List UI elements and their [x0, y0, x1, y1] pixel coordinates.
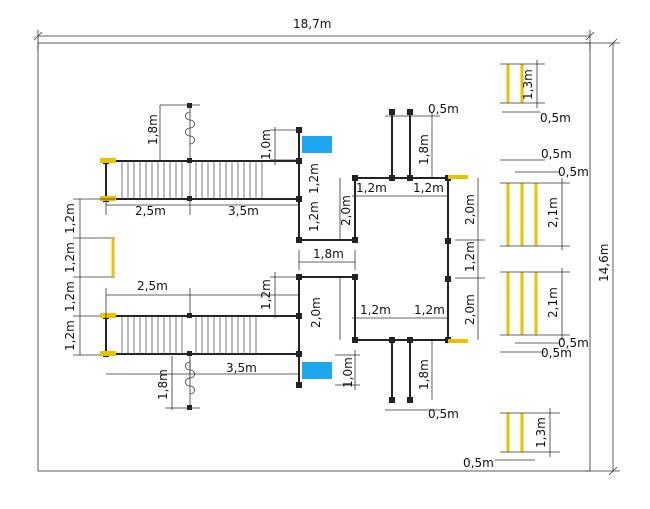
left-gap-2-label: 1,2m	[63, 242, 77, 273]
top-spring-climber: 1,8m	[146, 103, 200, 160]
bars-mid-gap-3-label: 0,5m	[558, 336, 589, 350]
right-tower-depth-1-label: 2,0m	[463, 194, 477, 225]
bars-bottom-height-label: 1,3m	[534, 417, 548, 448]
bars-bottom: 1,3m 0,5m	[463, 408, 560, 470]
bottom-slide	[302, 362, 332, 379]
bottom-right-climb-label: 1,8m	[417, 359, 431, 390]
bars-mid-gap-1-label: 0,5m	[541, 147, 572, 161]
total-height-dimension: 14,6m	[585, 38, 620, 476]
top-connector-2-label: 1,2m	[413, 181, 444, 195]
top-connector: 1,2m 1,2m 1,8m 0,5m	[352, 102, 459, 197]
bottom-connector-2-label: 1,2m	[414, 303, 445, 317]
right-tower-mid-label: 1,2m	[463, 241, 477, 272]
top-ladder-1	[100, 158, 299, 202]
top-left-climb-label: 1,8m	[146, 114, 160, 145]
top-slide	[302, 136, 332, 153]
top-right-post-gap-label: 0,5m	[428, 102, 459, 116]
bottom-right-post-gap-label: 0,5m	[428, 407, 459, 421]
top-slide-label: 1,0m	[259, 129, 273, 160]
bars-top-height-label: 1,3m	[521, 69, 535, 100]
bottom-slide-label: 1,0m	[341, 357, 355, 388]
left-gap-1-label: 1,2m	[63, 203, 77, 234]
bars-mid-height-1-label: 2,1m	[546, 197, 560, 228]
bars-top-gap-label: 0,5m	[540, 111, 571, 125]
top-right-climb-label: 1,8m	[417, 134, 431, 165]
bottom-connector: 1,2m 1,2m 1,8m 0,5m	[352, 303, 459, 421]
bottom-tower-depth-label: 2,0m	[309, 297, 323, 328]
right-tower-depth-2-label: 2,0m	[463, 294, 477, 325]
top-bridge-dimensions: 2,5m 3,5m	[105, 200, 300, 218]
top-bridge-1-label: 2,5m	[135, 204, 166, 218]
bars-middle-bottom: 2,1m 0,5m 0,5m	[500, 268, 589, 360]
total-height-label: 14,6m	[597, 244, 611, 282]
bars-bottom-gap-label: 0,5m	[463, 456, 494, 470]
bars-mid-height-2-label: 2,1m	[546, 287, 560, 318]
bars-mid-gap-2-label: 0,5m	[558, 165, 589, 179]
bottom-tower-side-label: 1,2m	[259, 279, 273, 310]
top-tower-depth-label: 2,0m	[339, 195, 353, 226]
left-gap-dimensions: 1,2m 1,2m 1,2m 1,2m	[63, 198, 115, 356]
top-tower-side-1-label: 1,2m	[307, 163, 321, 194]
middle-width-dimension: 1,8m	[298, 247, 356, 270]
left-gap-3-label: 1,2m	[63, 281, 77, 312]
plan-boundary	[37, 42, 591, 472]
top-tower: 1,0m 1,2m 1,2m 2,0m	[259, 127, 392, 243]
bottom-left-climb-label: 1,8m	[156, 369, 170, 400]
bars-top: 1,3m 0,5m	[500, 60, 571, 125]
right-tower: 2,0m 1,2m 2,0m	[445, 175, 485, 343]
left-gap-4-label: 1,2m	[63, 320, 77, 351]
bottom-ladder-1	[100, 313, 299, 357]
top-connector-1-label: 1,2m	[356, 181, 387, 195]
total-width-dimension: 18,7m	[33, 17, 595, 50]
middle-width-label: 1,8m	[313, 247, 344, 261]
top-tower-side-2-label: 1,2m	[307, 201, 321, 232]
bars-mid-gap-4-label: 0,5m	[541, 346, 572, 360]
bottom-bridge-2-label: 3,5m	[226, 361, 257, 375]
bottom-connector-1-label: 1,2m	[360, 303, 391, 317]
bottom-bridge-dimensions: 2,5m 3,5m	[105, 279, 299, 380]
top-bridge-2-label: 3,5m	[228, 204, 259, 218]
bottom-spring-climber: 1,8m	[156, 356, 200, 410]
bottom-bridge-1-label: 2,5m	[137, 279, 168, 293]
bars-middle-top: 0,5m 0,5m 2,1m	[500, 147, 589, 250]
total-width-label: 18,7m	[293, 17, 331, 31]
bottom-tower: 1,2m 2,0m 1,0m	[259, 272, 392, 390]
